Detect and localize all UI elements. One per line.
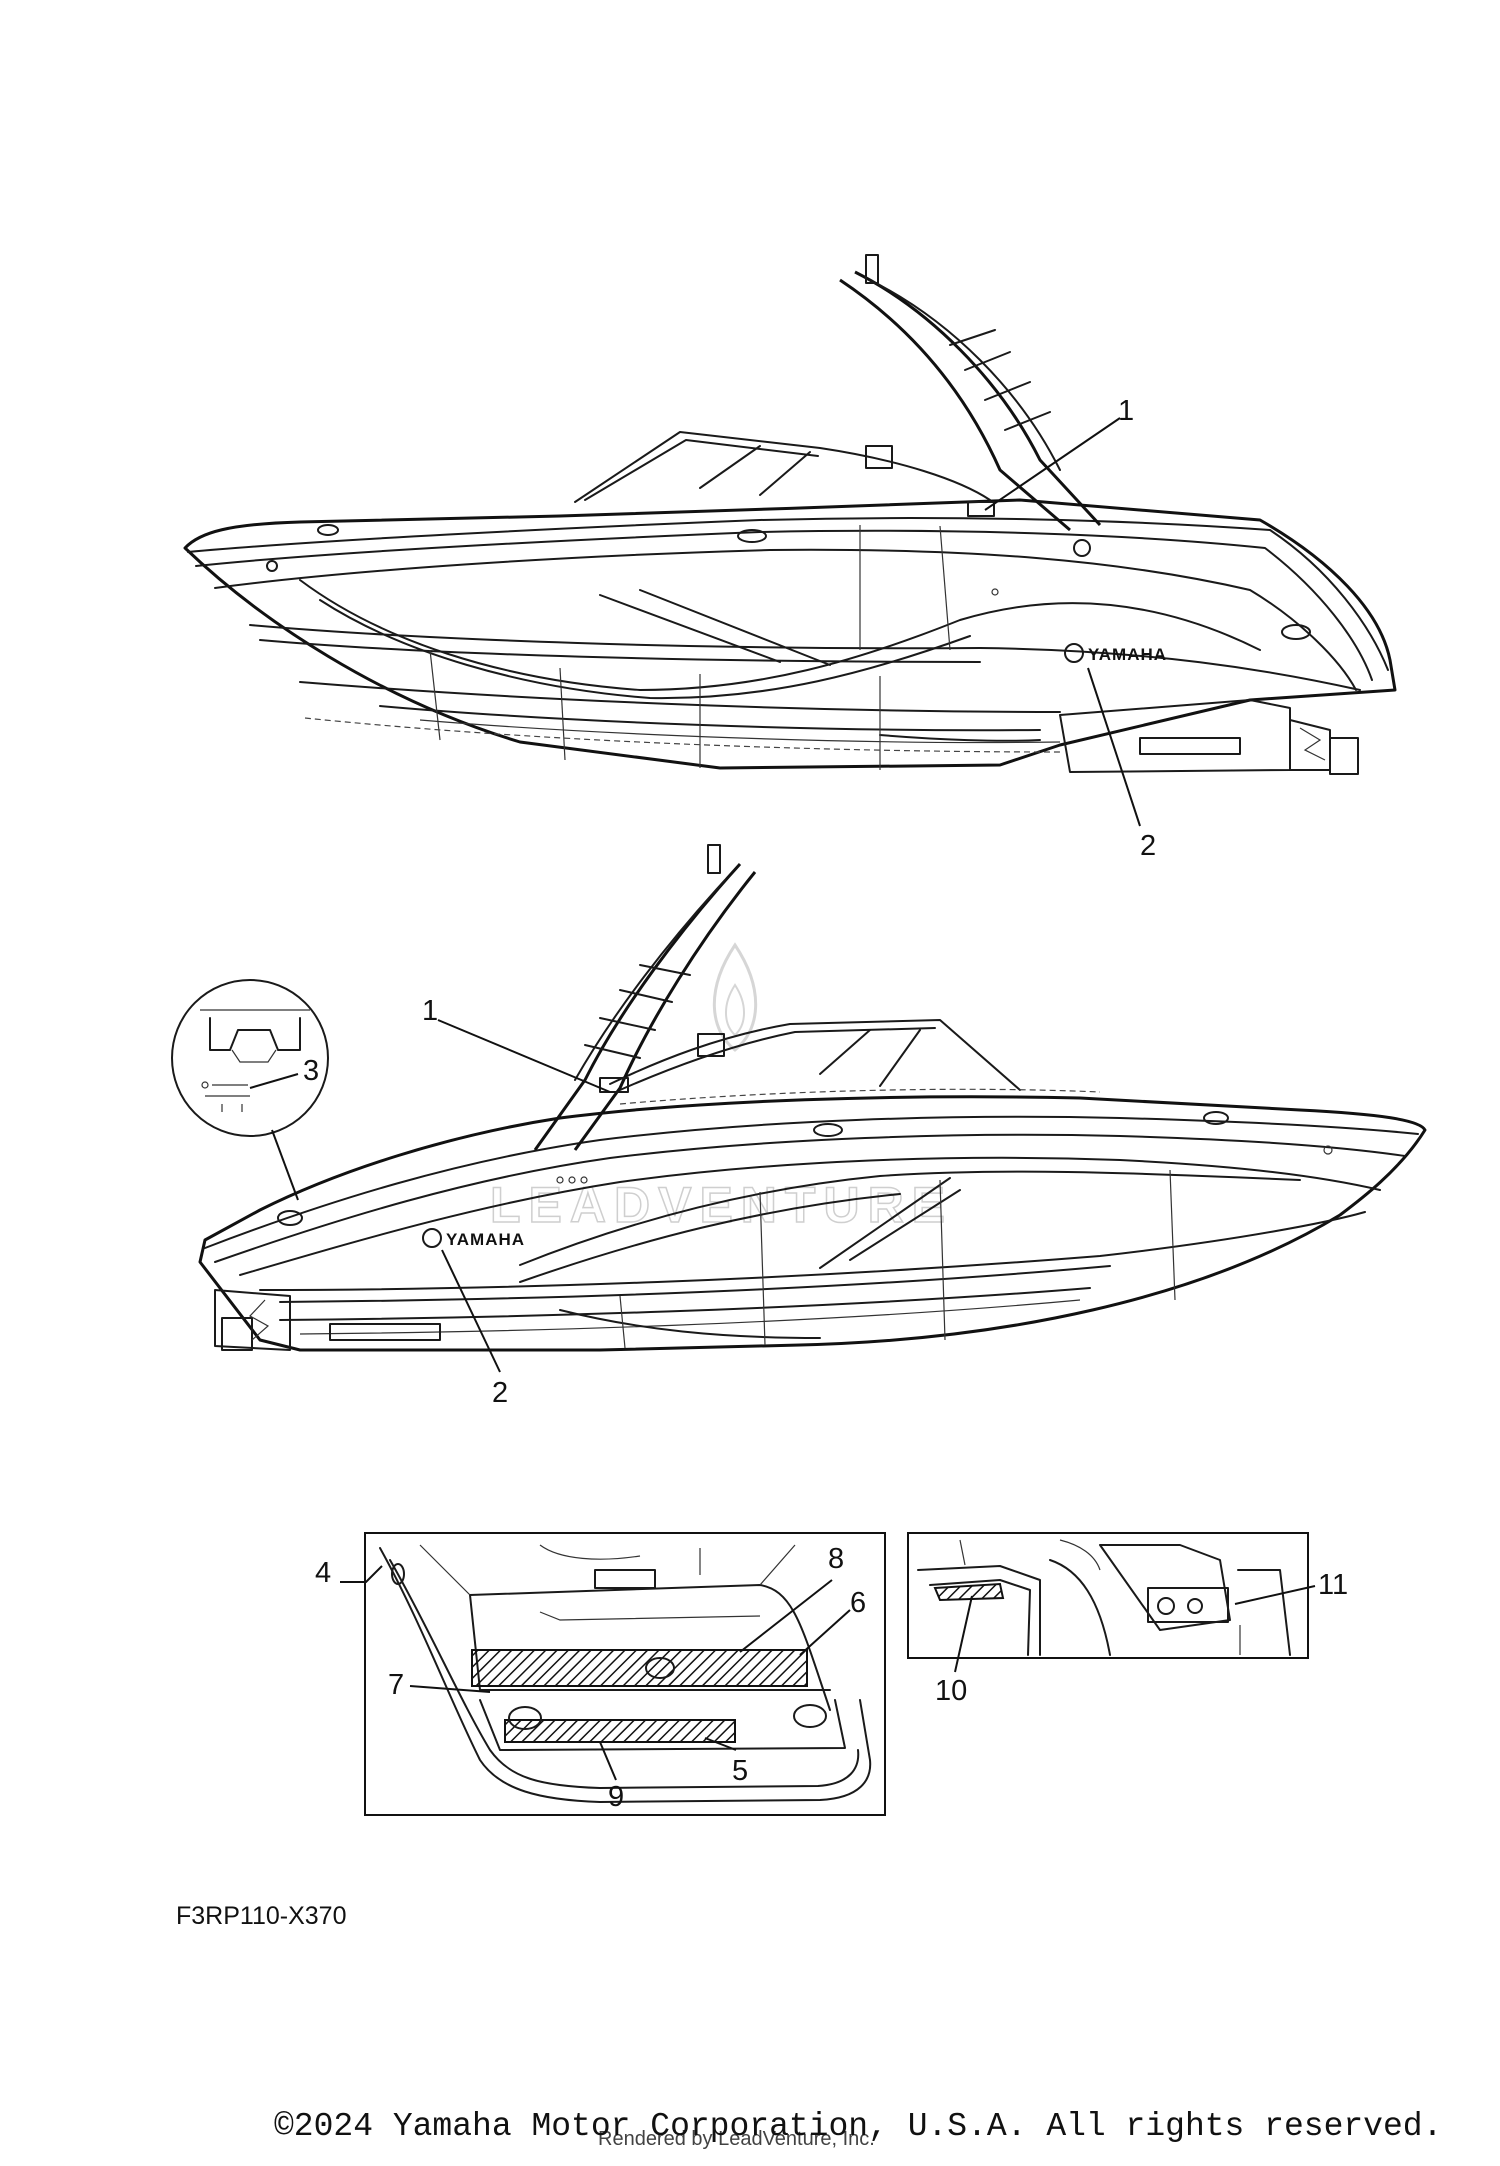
callout-1-middle: 1 <box>422 995 438 1027</box>
yamaha-logo-2: YAMAHA <box>446 1230 525 1249</box>
callout-9: 9 <box>608 1781 624 1813</box>
callout-3: 3 <box>303 1055 319 1087</box>
callout-8: 8 <box>828 1543 844 1575</box>
callout-10: 10 <box>935 1675 967 1707</box>
detail-panel-cockpit-floor <box>364 1532 886 1816</box>
detail-panel-helm <box>907 1532 1309 1659</box>
figure-code: F3RP110-X370 <box>176 1902 347 1930</box>
boat-side-view-starboard: YAMAHA <box>171 844 1427 1352</box>
callout-7: 7 <box>388 1669 404 1701</box>
callout-2-middle: 2 <box>492 1377 508 1409</box>
callout-4: 4 <box>315 1557 331 1589</box>
callout-2-top: 2 <box>1140 830 1156 862</box>
copyright-notice: ©2024 Yamaha Motor Corporation, U.S.A. A… <box>274 2108 1443 2145</box>
yamaha-logo: YAMAHA <box>1088 645 1167 664</box>
callout-5: 5 <box>732 1755 748 1787</box>
callout-1-top: 1 <box>1118 395 1134 427</box>
callout-labels: 1 2 1 2 3 4 5 6 7 8 9 10 11 <box>303 395 1348 1813</box>
callout-6: 6 <box>850 1587 866 1619</box>
callout-11: 11 <box>1318 1569 1348 1601</box>
boat-side-view-port: YAMAHA <box>183 254 1397 775</box>
rendered-by-note: Rendered by LeadVenture, Inc. <box>598 2128 875 2150</box>
watermark: LEADVENTURE <box>489 942 946 1234</box>
